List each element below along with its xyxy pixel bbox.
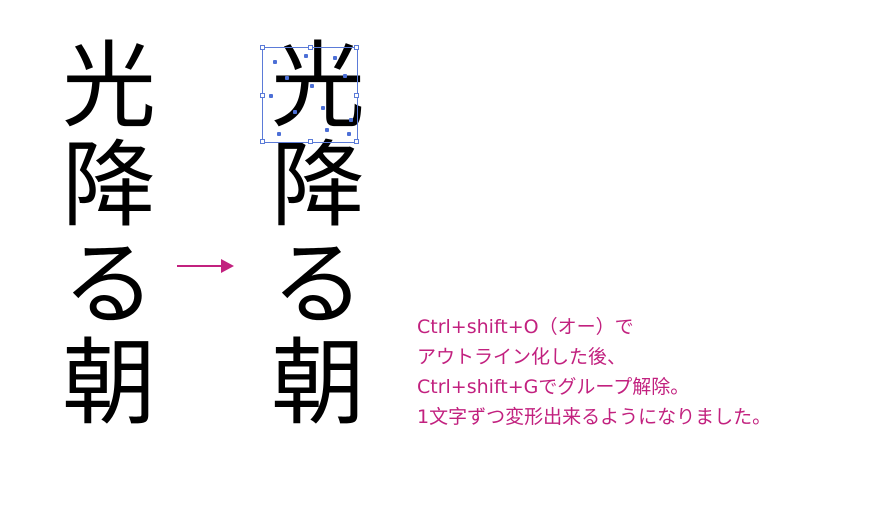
instruction-note: Ctrl+shift+O（オー）で アウトライン化した後、 Ctrl+shift…: [417, 312, 771, 432]
selection-handle[interactable]: [308, 45, 313, 50]
path-anchor-point: [293, 110, 297, 114]
selection-handle[interactable]: [260, 93, 265, 98]
selection-handle[interactable]: [260, 139, 265, 144]
outlined-vertical-text: 光降る朝: [255, 36, 364, 432]
original-vertical-text: 光降る朝: [46, 36, 155, 432]
path-anchor-point: [277, 132, 281, 136]
right-arrow-icon: [177, 259, 234, 273]
path-anchor-point: [333, 56, 337, 60]
selection-handle[interactable]: [308, 139, 313, 144]
path-anchor-point: [269, 94, 273, 98]
path-anchor-point: [285, 76, 289, 80]
note-line-1: Ctrl+shift+O（オー）で: [417, 316, 634, 338]
path-anchor-point: [321, 106, 325, 110]
note-line-4: 1文字ずつ変形出来るようになりました。: [417, 406, 772, 428]
path-anchor-point: [347, 132, 351, 136]
selection-handle[interactable]: [260, 45, 265, 50]
path-anchor-point: [273, 60, 277, 64]
selection-handle[interactable]: [354, 93, 359, 98]
note-line-3: Ctrl+shift+Gでグループ解除。: [417, 376, 690, 398]
path-anchor-point: [310, 84, 314, 88]
selection-bounding-box[interactable]: [260, 45, 359, 144]
path-anchor-point: [349, 118, 353, 122]
selection-handle[interactable]: [354, 139, 359, 144]
note-line-2: アウトライン化した後、: [417, 346, 627, 368]
path-anchor-point: [343, 74, 347, 78]
path-anchor-point: [325, 128, 329, 132]
selection-handle[interactable]: [354, 45, 359, 50]
path-anchor-point: [304, 54, 308, 58]
